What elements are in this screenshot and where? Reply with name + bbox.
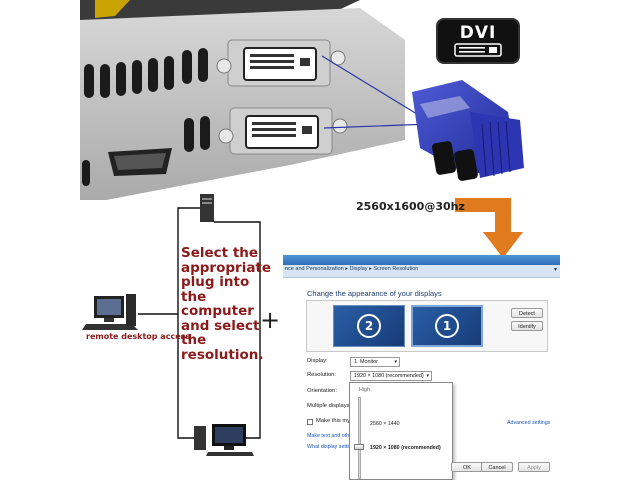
resolution-spec-label: 2560x1600@30hz bbox=[356, 200, 465, 213]
local-computer-icon bbox=[194, 424, 254, 456]
cancel-button[interactable]: Cancel bbox=[481, 462, 513, 472]
resolution-select-value: 1920 × 1080 (recommended) bbox=[354, 373, 424, 379]
remote-desktop-label: remote desktop access bbox=[86, 332, 191, 341]
apply-button[interactable]: Apply bbox=[518, 462, 550, 472]
breadcrumb-text: nce and Personalization ▸ Display ▸ Scre… bbox=[285, 266, 419, 272]
chevron-down-icon: ▾ bbox=[426, 373, 429, 379]
slider-high-label: High bbox=[359, 387, 370, 393]
make-primary-checkbox[interactable] bbox=[307, 419, 313, 425]
dvi-badge-label: DVI bbox=[459, 23, 497, 43]
page-title: Change the appearance of your displays bbox=[307, 289, 442, 298]
breadcrumb[interactable]: nce and Personalization ▸ Display ▸ Scre… bbox=[283, 265, 560, 278]
display-select-value: 1. Monitor bbox=[354, 359, 378, 365]
dropdown-option-1920[interactable]: 1920 × 1080 (recommended) bbox=[370, 445, 441, 451]
resolution-select[interactable]: 1920 × 1080 (recommended) ▾ bbox=[350, 371, 432, 381]
screen-resolution-window: nce and Personalization ▸ Display ▸ Scre… bbox=[283, 255, 560, 480]
monitor-1-number: 1 bbox=[435, 314, 459, 338]
ok-button[interactable]: OK bbox=[451, 462, 483, 472]
resolution-slider-thumb[interactable] bbox=[354, 444, 364, 450]
dvi-port-icon bbox=[454, 43, 502, 57]
window-titlebar bbox=[283, 255, 560, 265]
make-primary-label: Make this my m bbox=[316, 418, 357, 424]
make-text-link[interactable]: Make text and other bbox=[307, 433, 354, 439]
resolution-dropdown[interactable]: High 2560 × 1440 1920 × 1080 (recommende… bbox=[349, 382, 453, 480]
plus-sign: + bbox=[260, 306, 281, 334]
display-label: Display: bbox=[307, 358, 328, 364]
monitor-arrangement[interactable]: 2 1 bbox=[306, 300, 548, 352]
dropdown-option-2560[interactable]: 2560 × 1440 bbox=[370, 421, 400, 427]
what-display-link[interactable]: What display setting bbox=[307, 444, 355, 450]
orientation-label: Orientation: bbox=[307, 388, 337, 394]
graphics-card-photo bbox=[80, 0, 524, 200]
monitor-2-number: 2 bbox=[357, 314, 381, 338]
instruction-text: Select the appropriate plug into the com… bbox=[181, 245, 272, 363]
identify-button[interactable]: Identify bbox=[511, 321, 543, 331]
monitor-1-tile[interactable]: 1 bbox=[411, 305, 483, 347]
advanced-settings-link[interactable]: Advanced settings bbox=[507, 420, 551, 426]
orange-arrow-icon bbox=[455, 198, 523, 258]
chevron-down-icon: ▾ bbox=[394, 359, 397, 365]
remote-computer-icon bbox=[82, 294, 138, 330]
display-select[interactable]: 1. Monitor ▾ bbox=[350, 357, 400, 367]
resolution-label: Resolution: bbox=[307, 372, 337, 378]
monitor-2-tile[interactable]: 2 bbox=[333, 305, 405, 347]
breadcrumb-dropdown-icon[interactable]: ▾ bbox=[553, 267, 557, 273]
dvi-badge: DVI bbox=[436, 18, 520, 64]
desktop-tower-icon bbox=[200, 194, 214, 222]
detect-button[interactable]: Detect bbox=[511, 308, 543, 318]
resolution-slider-track[interactable] bbox=[358, 397, 361, 479]
connection-diagram bbox=[82, 194, 261, 456]
multiple-displays-label: Multiple displays: bbox=[307, 403, 352, 409]
